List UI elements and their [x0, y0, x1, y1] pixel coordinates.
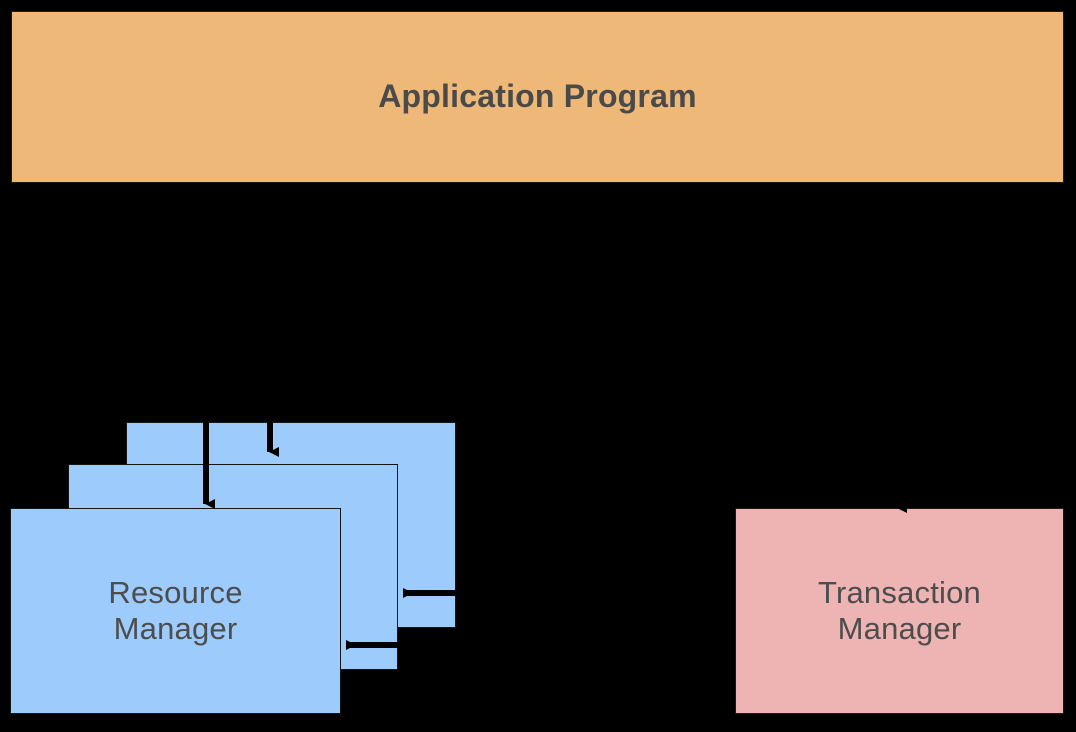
- node-transaction-manager[interactable]: Transaction Manager: [735, 508, 1064, 714]
- node-resource-manager[interactable]: Resource Manager: [10, 508, 341, 714]
- node-label-transaction-manager: Transaction Manager: [817, 575, 981, 646]
- node-application-program[interactable]: Application Program: [11, 11, 1064, 183]
- node-label-resource-manager: Resource Manager: [108, 575, 243, 646]
- node-label-application-program: Application Program: [378, 78, 697, 115]
